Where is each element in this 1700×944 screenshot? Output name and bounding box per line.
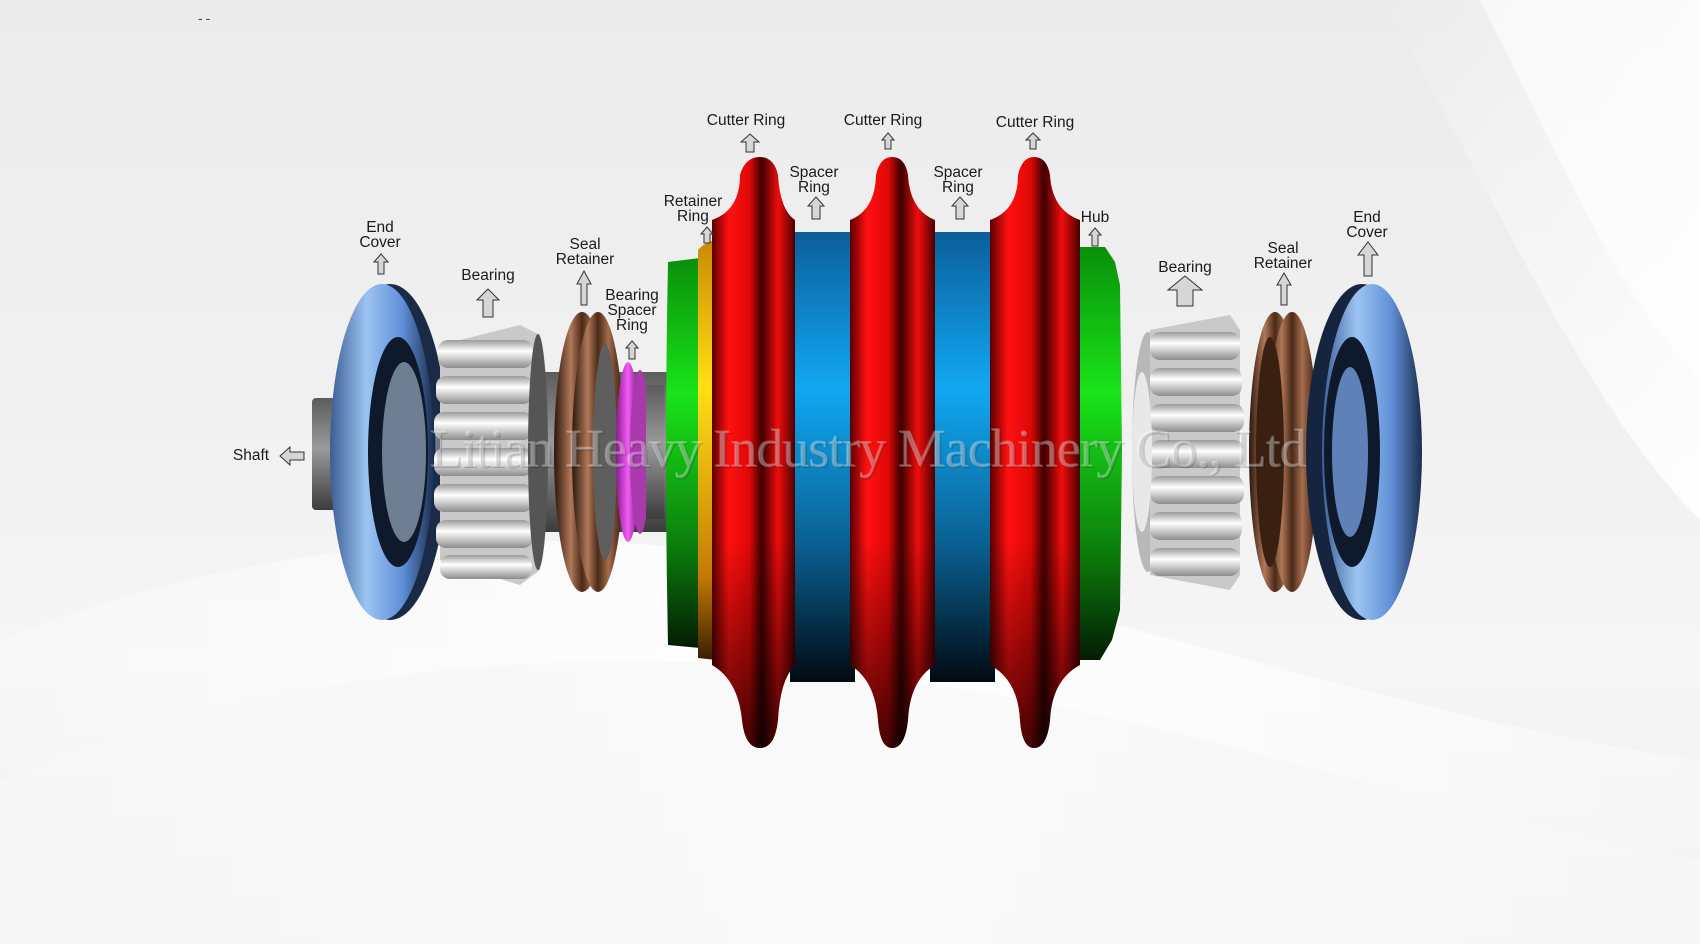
label-cutter-ring-1: Cutter Ring bbox=[706, 112, 786, 129]
cutter-ring-2 bbox=[850, 157, 935, 748]
retainer-ring bbox=[698, 240, 716, 660]
arrow-up-icon bbox=[1167, 275, 1203, 307]
arrow-up-icon bbox=[1276, 272, 1292, 306]
label-bearing-left: Bearing bbox=[461, 267, 515, 284]
label-end-cover-right: End Cover bbox=[1346, 209, 1388, 241]
seal-retainer-left bbox=[554, 312, 624, 592]
label-bearing-right: Bearing bbox=[1158, 259, 1212, 276]
label-spacer-ring-2: Spacer Ring bbox=[933, 164, 983, 196]
arrow-up-icon bbox=[881, 132, 895, 150]
arrow-left-icon bbox=[279, 445, 305, 467]
arrow-up-icon bbox=[576, 270, 592, 306]
arrow-up-icon bbox=[700, 226, 714, 244]
arrow-up-icon bbox=[625, 340, 639, 360]
arrow-up-icon bbox=[476, 288, 500, 318]
bearing-left bbox=[434, 325, 548, 585]
end-cover-left bbox=[330, 284, 448, 620]
label-cutter-ring-2: Cutter Ring bbox=[843, 112, 923, 129]
label-end-cover-left: End Cover bbox=[359, 219, 401, 251]
label-bearing-spacer-ring: Bearing Spacer Ring bbox=[605, 287, 659, 334]
arrow-up-icon bbox=[951, 196, 969, 220]
bearing-spacer-ring bbox=[616, 362, 664, 542]
arrow-up-icon bbox=[1357, 241, 1379, 277]
cutter-ring-3 bbox=[990, 157, 1080, 748]
arrow-up-icon bbox=[807, 196, 825, 220]
arrow-up-icon bbox=[740, 133, 760, 153]
cutter-ring-1 bbox=[712, 157, 795, 748]
label-retainer-ring: Retainer Ring bbox=[663, 193, 723, 225]
label-seal-retainer-left: Seal Retainer bbox=[555, 236, 615, 268]
spacer-ring-2 bbox=[930, 232, 995, 682]
label-shaft: Shaft bbox=[232, 447, 270, 464]
arrow-up-icon bbox=[1088, 227, 1102, 247]
end-cover-right bbox=[1306, 284, 1422, 620]
label-spacer-ring-1: Spacer Ring bbox=[789, 164, 839, 196]
label-cutter-ring-3: Cutter Ring bbox=[995, 114, 1075, 131]
arrow-up-icon bbox=[373, 253, 389, 275]
arrow-up-icon bbox=[1025, 132, 1041, 150]
spacer-ring-1 bbox=[790, 232, 855, 682]
seal-retainer-right bbox=[1249, 312, 1318, 592]
bearing-right bbox=[1132, 315, 1244, 590]
label-seal-retainer-right: Seal Retainer bbox=[1253, 240, 1313, 272]
label-hub: Hub bbox=[1080, 209, 1110, 226]
hub-right bbox=[1080, 247, 1122, 660]
top-marks: -- bbox=[198, 10, 214, 26]
